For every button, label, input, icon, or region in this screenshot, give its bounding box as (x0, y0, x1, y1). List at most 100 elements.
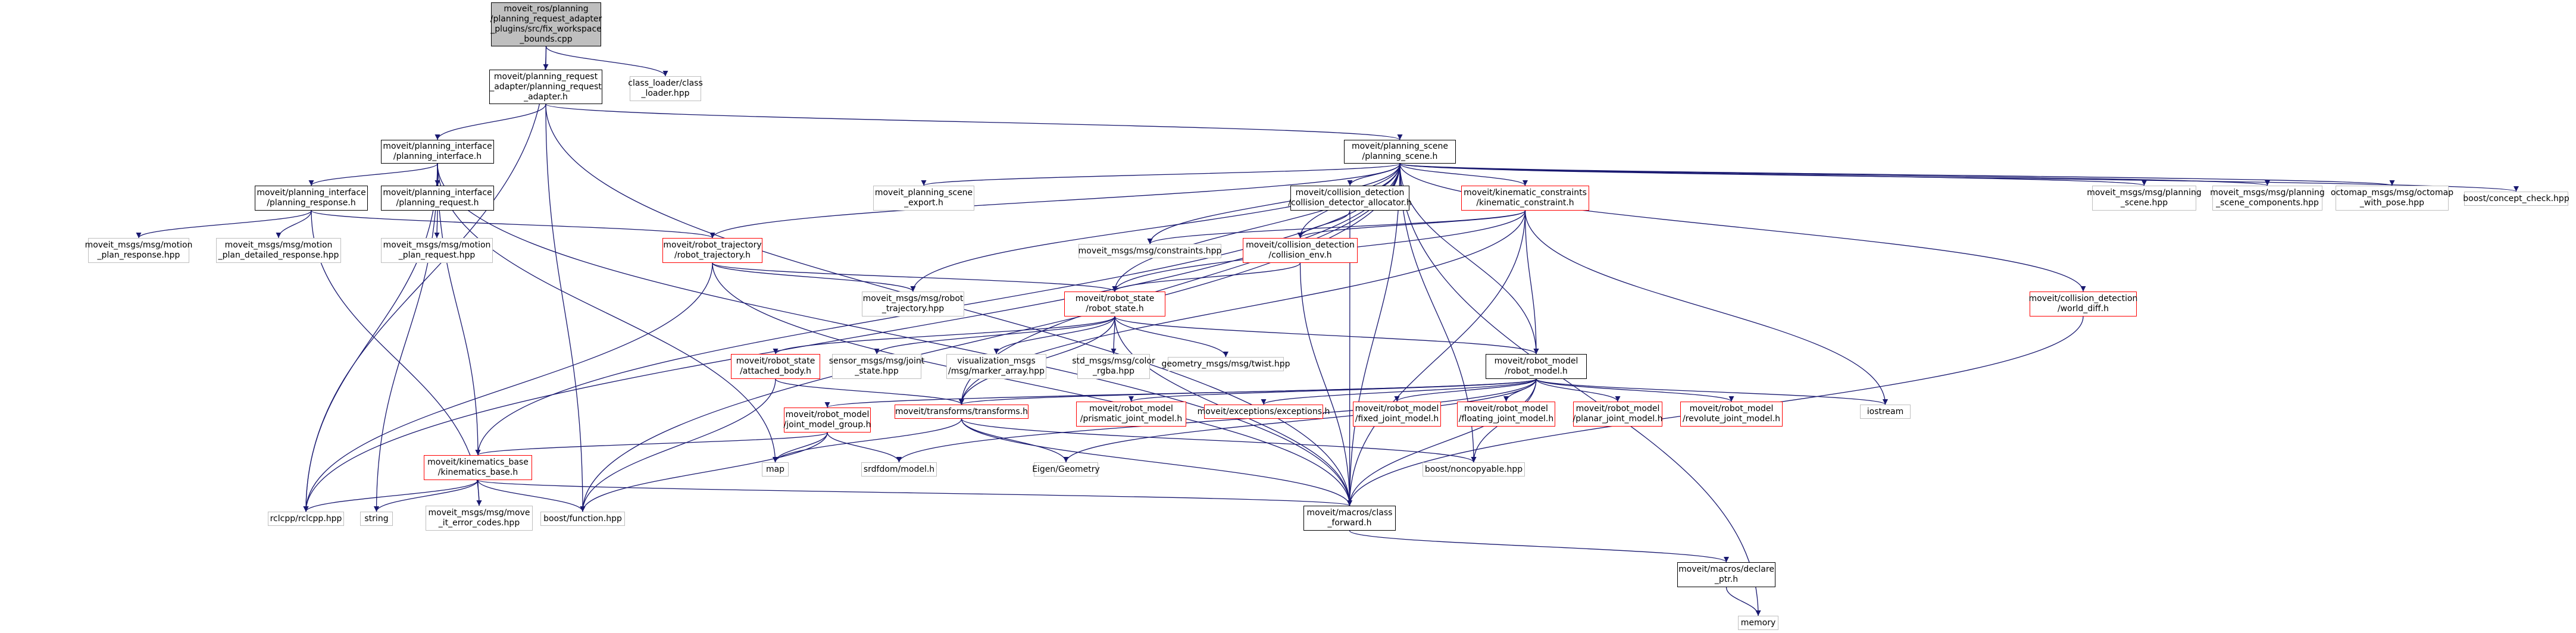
edge-kb-to-string (374, 480, 479, 512)
edge-rm-to-iostream (1536, 378, 1888, 405)
edge-ps-to-octo (1399, 163, 2394, 186)
edge-rm-to-fjm (1394, 378, 1537, 402)
edge-pra-to-ps (545, 104, 1403, 140)
graph-node-preq[interactable]: moveit/planning_interface /planning_requ… (381, 186, 494, 211)
edge-ab-to-tf (775, 378, 964, 405)
graph-node-rs[interactable]: moveit/robot_state /robot_state.h (1064, 292, 1165, 316)
edge-rs-to-rm (1114, 316, 1539, 355)
edge-rm-to-cf (1346, 378, 1537, 506)
edge-kc-to-rm (1524, 210, 1539, 355)
graph-node-pjm[interactable]: moveit/robot_model /prismatic_joint_mode… (1076, 402, 1186, 427)
edge-rm-to-exc (1261, 378, 1537, 405)
graph-node-pljm[interactable]: moveit/robot_model /planar_joint_model.h (1573, 402, 1662, 427)
graph-node-concept: boost/concept_check.hpp (2463, 192, 2569, 206)
edge-cenv-to-cf (1299, 262, 1353, 506)
edge-rm-to-srdf (896, 378, 1537, 463)
graph-node-map: map (762, 462, 789, 477)
edge-kc-to-cf (1346, 210, 1526, 506)
graph-node-eigen: Eigen/Geometry (1032, 462, 1100, 477)
graph-node-presp[interactable]: moveit/planning_interface /planning_resp… (255, 186, 368, 211)
graph-node-fjm[interactable]: moveit/robot_model /fixed_joint_model.h (1353, 402, 1441, 427)
edge-ps-to-bfunc (580, 163, 1400, 512)
graph-node-srdf: srdfdom/model.h (861, 462, 937, 477)
graph-node-ab[interactable]: moveit/robot_state /attached_body.h (731, 354, 820, 379)
edge-kc-to-cenv (1298, 210, 1526, 239)
edge-rm-to-pljm (1536, 378, 1621, 402)
edge-jmg-to-bfunc (580, 432, 828, 512)
graph-node-jmg[interactable]: moveit/robot_model /joint_model_group.h (784, 408, 871, 433)
graph-node-vis: visualization_msgs /msg/marker_array.hpp (946, 354, 1046, 379)
graph-node-fljm[interactable]: moveit/robot_model /floating_joint_model… (1457, 402, 1555, 427)
graph-node-psexport: moveit_planning_scene _export.h (873, 186, 974, 211)
edge-rt-to-cf (712, 262, 1352, 506)
graph-node-rclcpp: rclcpp/rclcpp.hpp (268, 512, 344, 526)
graph-node-color: std_msgs/msg/color _rgba.hpp (1072, 354, 1155, 379)
edge-rt-to-rs (712, 262, 1118, 292)
edge-tf-to-noncopy (961, 418, 1477, 463)
edge-ps-to-memory (1399, 163, 1761, 616)
edge-tf-to-map (773, 418, 962, 463)
edge-rs-to-ab (773, 316, 1115, 355)
graph-node-rjm[interactable]: moveit/robot_model /revolute_joint_model… (1680, 402, 1783, 427)
edge-ps-to-kc (1399, 163, 1528, 186)
edge-kb-to-rclcpp (303, 480, 479, 512)
graph-node-octo: octomap_msgs/msg/octomap _with_pose.hpp (2331, 186, 2453, 211)
edge-tf-to-cf (961, 418, 1352, 506)
graph-node-pra[interactable]: moveit/planning_request _adapter/plannin… (489, 70, 602, 104)
graph-node-kb[interactable]: moveit/kinematics_base /kinematics_base.… (424, 455, 532, 480)
graph-node-dp[interactable]: moveit/macros/declare _ptr.h (1677, 562, 1775, 587)
edge-rm-to-rjm (1536, 378, 1734, 402)
edge-kb-to-bfunc (477, 480, 586, 512)
graph-node-sjs: sensor_msgs/msg/joint _state.hpp (829, 354, 924, 379)
graph-node-memory: memory (1738, 616, 1778, 630)
graph-node-mpdr: moveit_msgs/msg/motion _plan_detailed_re… (216, 238, 341, 263)
graph-node-twist: geometry_msgs/msg/twist.hpp (1162, 357, 1290, 371)
edge-dp-to-memory (1725, 587, 1761, 616)
edge-ps-to-rs (1112, 163, 1400, 292)
graph-node-rtraj: moveit_msgs/msg/robot _trajectory.hpp (862, 292, 964, 316)
graph-node-noncopy: boost/noncopyable.hpp (1423, 462, 1525, 477)
edge-rm-to-pjm (1128, 378, 1537, 402)
edge-pi-to-string (373, 163, 438, 512)
graph-node-pi[interactable]: moveit/planning_interface /planning_inte… (381, 140, 494, 164)
graph-node-classloader: class_loader/class _loader.hpp (628, 76, 703, 101)
graph-node-root[interactable]: moveit_ros/planning /planning_request_ad… (490, 2, 602, 46)
edge-pi-to-kb (437, 163, 481, 456)
edge-ps-to-psexport (921, 163, 1400, 186)
edge-rs-to-sjs (874, 316, 1115, 355)
graph-node-cda[interactable]: moveit/collision_detection /collision_de… (1288, 186, 1412, 211)
graph-node-ps[interactable]: moveit/planning_scene /planning_scene.h (1344, 140, 1456, 164)
graph-node-cenv[interactable]: moveit/collision_detection /collision_en… (1243, 238, 1358, 263)
graph-node-iostream: iostream (1860, 405, 1911, 419)
edge-jmg-to-srdf (827, 432, 902, 463)
graph-node-mpreq: moveit_msgs/msg/motion _plan_request.hpp (381, 238, 493, 263)
edge-pra-to-bfunc (545, 104, 586, 512)
edge-root-to-classloader (545, 46, 668, 77)
edge-ps-to-constr (1147, 163, 1400, 245)
edge-pi-to-presp (308, 163, 438, 186)
edge-pi-to-rclcpp (303, 163, 438, 512)
edge-kb-to-cf (477, 480, 1352, 506)
graph-node-wdiff[interactable]: moveit/collision_detection /world_diff.h (2029, 292, 2137, 316)
graph-node-tf[interactable]: moveit/transforms/transforms.h (895, 405, 1028, 419)
edge-ps-to-rt (709, 163, 1400, 239)
graph-node-kc[interactable]: moveit/kinematic_constraints /kinematic_… (1461, 186, 1589, 211)
edge-presp-to-rt (311, 210, 715, 239)
graph-node-msgpsc: moveit_msgs/msg/planning _scene_componen… (2210, 186, 2325, 211)
graph-node-bfunc: boost/function.hpp (540, 512, 625, 526)
edge-rt-to-rtraj (712, 262, 916, 292)
edge-ab-to-bfunc (580, 378, 776, 512)
edge-pra-to-pi (434, 104, 546, 140)
graph-node-cf[interactable]: moveit/macros/class _forward.h (1303, 506, 1396, 531)
graph-node-exc[interactable]: moveit/exceptions/exceptions.h (1198, 405, 1330, 419)
graph-node-rm[interactable]: moveit/robot_model /robot_model.h (1486, 354, 1587, 379)
graph-node-string: string (360, 512, 393, 526)
edge-rs-to-vis (993, 316, 1115, 355)
edge-jmg-to-kb (475, 432, 828, 456)
edge-rs-to-twist (1114, 316, 1228, 358)
edge-kb-to-merr (476, 480, 482, 506)
graph-node-msgps: moveit_msgs/msg/planning _scene.hpp (2087, 186, 2202, 211)
graph-node-rt[interactable]: moveit/robot_trajectory /robot_trajector… (662, 238, 762, 263)
